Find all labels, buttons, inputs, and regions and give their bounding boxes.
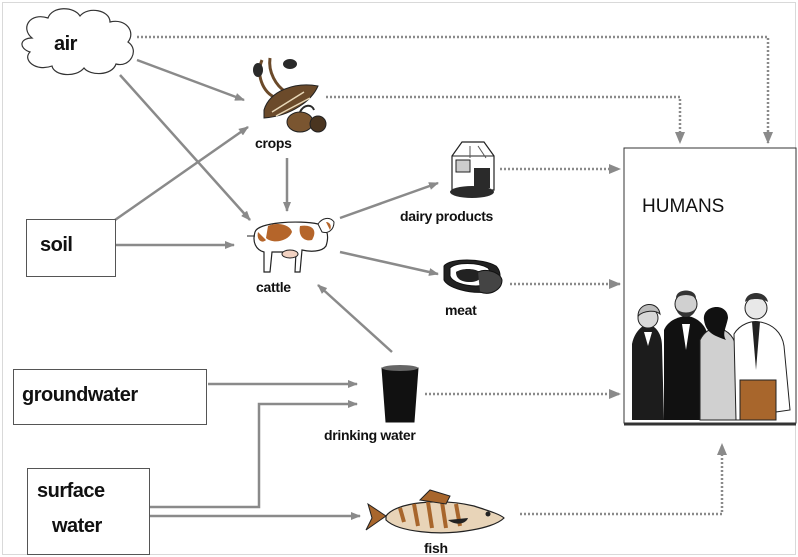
- arrow-surface-drinking: [150, 400, 358, 509]
- crops-icon: [253, 57, 327, 133]
- meat-steaks-icon: [443, 259, 503, 294]
- drinking-glass-icon: [381, 365, 419, 423]
- dotted-crops-humans: [326, 95, 685, 144]
- dotted-air-humans: [137, 35, 773, 144]
- cow-icon: [247, 217, 335, 273]
- arrow-air-crops: [136, 58, 245, 102]
- arrow-water-cattle: [317, 284, 393, 353]
- groundwater-box: [13, 369, 207, 425]
- groundwater-label: groundwater: [22, 384, 138, 406]
- soil-label: soil: [40, 234, 73, 256]
- fish-label: fish: [424, 540, 448, 556]
- crops-label: crops: [255, 135, 292, 151]
- soil-box: [26, 219, 116, 277]
- solid-arrows: [114, 58, 439, 520]
- cattle-label: cattle: [256, 279, 291, 295]
- arrow-air-cattle: [119, 74, 251, 221]
- dairy-products-label: dairy products: [400, 208, 494, 224]
- fish-icon: [365, 489, 505, 534]
- arrow-cattle-meat: [339, 250, 439, 276]
- air-cloud: [21, 8, 134, 76]
- people-group-icon: [632, 290, 791, 421]
- milk-carton-icon: [450, 141, 495, 198]
- arrow-soil-crops: [114, 125, 249, 222]
- surface-label: surface: [37, 480, 105, 502]
- meat-label: meat: [445, 302, 477, 318]
- dotted-fish-humans: [520, 443, 727, 516]
- drinking-water-label: drinking water: [324, 427, 416, 443]
- dotted-arrows: [137, 35, 773, 516]
- air-label: air: [54, 33, 77, 55]
- humans-label: HUMANS: [642, 196, 725, 217]
- arrow-cattle-dairy: [339, 181, 439, 220]
- water-label: water: [52, 515, 102, 537]
- surface-water-box: [27, 468, 150, 555]
